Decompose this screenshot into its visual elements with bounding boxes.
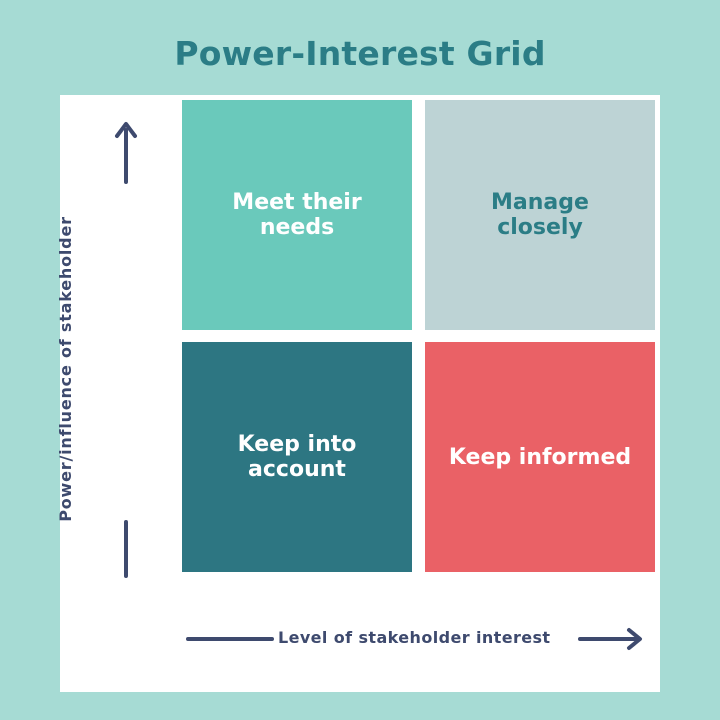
- quadrant-label-line: account: [248, 457, 346, 482]
- quadrant-label: Keep into account: [222, 432, 373, 482]
- grid-panel: Meet their needs Manage closely Keep int…: [60, 95, 660, 692]
- quadrant-label: Meet their needs: [216, 190, 377, 240]
- quadrant-manage-closely: Manage closely: [425, 100, 655, 330]
- quadrant-label: Keep informed: [433, 445, 647, 470]
- x-axis-label: Level of stakeholder interest: [278, 628, 551, 647]
- page-title: Power-Interest Grid: [174, 34, 546, 73]
- quadrant-label: Manage closely: [475, 190, 605, 240]
- quadrant-label-line: Keep into: [237, 432, 357, 457]
- quadrant-label-line: Meet their: [232, 190, 362, 215]
- quadrant-label-line: needs: [259, 215, 335, 240]
- quadrant-keep-informed: Keep informed: [425, 342, 655, 572]
- quadrant-label-line: closely: [497, 215, 583, 240]
- quadrant-meet-their-needs: Meet their needs: [182, 100, 412, 330]
- y-axis-arrow-icon: [115, 122, 137, 578]
- quadrant-label-line: Manage: [491, 190, 589, 215]
- quadrant-label-line: Keep informed: [448, 444, 632, 470]
- quadrant-keep-into-account: Keep into account: [182, 342, 412, 572]
- x-axis-arrow-icon: [186, 628, 642, 650]
- y-axis-label: Power/influence of stakeholder: [56, 216, 75, 522]
